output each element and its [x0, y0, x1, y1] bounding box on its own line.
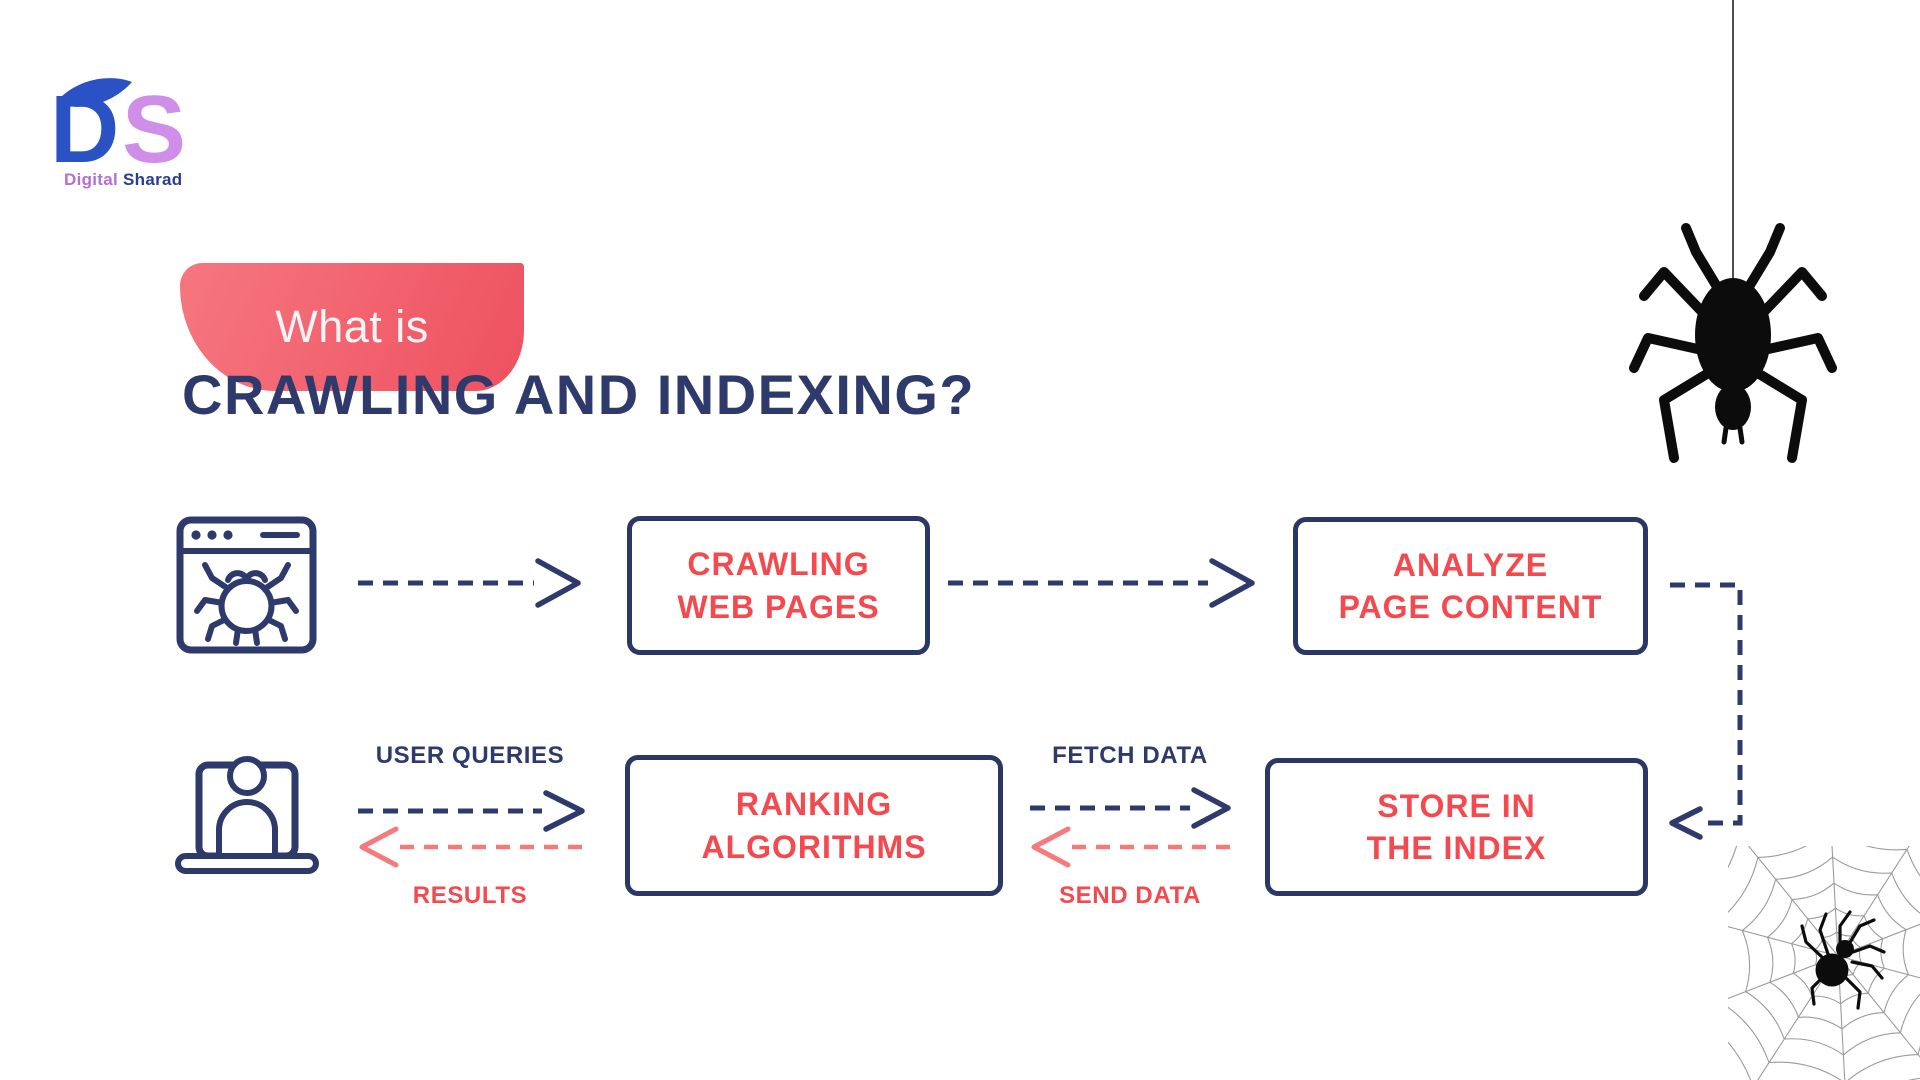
box-line: WEB PAGES — [677, 588, 880, 625]
browser-bug-icon — [176, 516, 317, 654]
laptop-user-icon — [175, 756, 319, 874]
box-line: RANKING — [735, 786, 893, 823]
arrow-browser-to-crawling-icon — [358, 558, 581, 608]
flow-box-ranking-algorithms: RANKING ALGORITHMS — [625, 755, 1003, 896]
box-line: STORE IN — [1377, 787, 1536, 824]
web-spider-body — [1815, 953, 1849, 987]
box-line: ANALYZE — [1392, 546, 1549, 583]
label-send-data: SEND DATA — [1059, 882, 1201, 909]
logo-swoosh — [60, 78, 132, 107]
eyebrow-banner: What is — [180, 263, 524, 391]
brand-word-sharad: Sharad — [123, 170, 183, 189]
arrow-results-icon — [359, 826, 584, 868]
eyebrow-text: What is — [275, 301, 429, 352]
label-results: RESULTS — [412, 882, 528, 909]
arrow-user-queries-icon — [358, 790, 585, 832]
spider-web-icon — [1728, 846, 1920, 1080]
arrow-fetch-data-icon — [1030, 787, 1231, 829]
box-line: CRAWLING — [687, 546, 870, 583]
web-spider-head — [1836, 940, 1854, 958]
arrow-send-data-icon — [1031, 826, 1231, 868]
flow-box-analyze-page-content: ANALYZE PAGE CONTENT — [1293, 517, 1648, 655]
box-line: ALGORITHMS — [701, 828, 927, 865]
label-fetch-data: FETCH DATA — [1052, 742, 1208, 769]
page-title: CRAWLING AND INDEXING? — [182, 363, 976, 426]
flow-box-crawling-web-pages: CRAWLING WEB PAGES — [627, 516, 930, 655]
logo-initial-s: S — [122, 76, 186, 170]
box-line: PAGE CONTENT — [1338, 589, 1603, 625]
spider-hanging-icon — [1629, 0, 1837, 463]
box-line: THE INDEX — [1366, 830, 1547, 866]
brand-word-digital: Digital — [64, 170, 119, 189]
flow-box-store-in-the-index: STORE IN THE INDEX — [1265, 758, 1648, 896]
label-user-queries: USER QUERIES — [375, 742, 565, 769]
arrow-crawling-to-analyze-icon — [948, 558, 1255, 608]
arrow-analyze-to-store-icon — [1669, 582, 1743, 840]
ds-monogram-icon: D S — [52, 76, 186, 170]
